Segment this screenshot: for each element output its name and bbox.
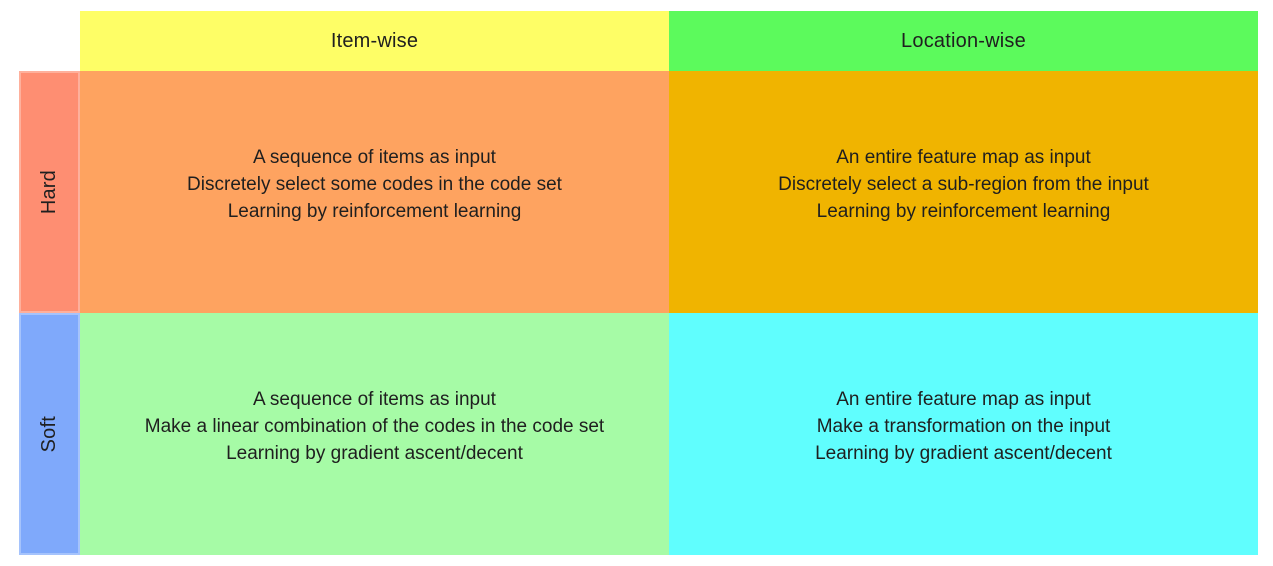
cell-soft-item-wise: A sequence of items as input Make a line…: [80, 313, 669, 555]
row-header-soft: Soft: [19, 313, 80, 555]
cell-text: An entire feature map as input Make a tr…: [815, 386, 1112, 483]
cell-soft-location-wise: An entire feature map as input Make a tr…: [669, 313, 1258, 555]
cell-hard-location-wise: An entire feature map as input Discretel…: [669, 71, 1258, 313]
row-header-hard: Hard: [19, 71, 80, 313]
cell-line: A sequence of items as input: [253, 388, 496, 410]
cell-line: Learning by reinforcement learning: [227, 200, 522, 222]
cell-line: Discretely select some codes in the code…: [187, 173, 562, 195]
cell-text: A sequence of items as input Discretely …: [187, 144, 562, 241]
cell-line: Make a transformation on the input: [816, 415, 1111, 437]
cell-line: Learning by reinforcement learning: [816, 200, 1111, 222]
cell-line: An entire feature map as input: [836, 146, 1091, 168]
cell-hard-item-wise: A sequence of items as input Discretely …: [80, 71, 669, 313]
comparison-matrix: Item-wise Location-wise Hard A sequence …: [19, 11, 1258, 555]
corner-spacer: [19, 11, 80, 71]
cell-line: A sequence of items as input: [253, 146, 496, 168]
cell-line: Discretely select a sub-region from the …: [778, 173, 1149, 195]
cell-line: Learning by gradient ascent/decent: [226, 442, 523, 464]
row-header-soft-label: Soft: [38, 415, 60, 453]
column-header-location-wise: Location-wise: [669, 11, 1258, 71]
cell-line: Learning by gradient ascent/decent: [815, 442, 1112, 464]
cell-line: An entire feature map as input: [836, 388, 1091, 410]
cell-line: Make a linear combination of the codes i…: [144, 415, 605, 437]
cell-text: An entire feature map as input Discretel…: [778, 144, 1149, 241]
row-header-hard-label: Hard: [38, 169, 60, 215]
column-header-item-wise: Item-wise: [80, 11, 669, 71]
cell-text: A sequence of items as input Make a line…: [145, 386, 604, 483]
